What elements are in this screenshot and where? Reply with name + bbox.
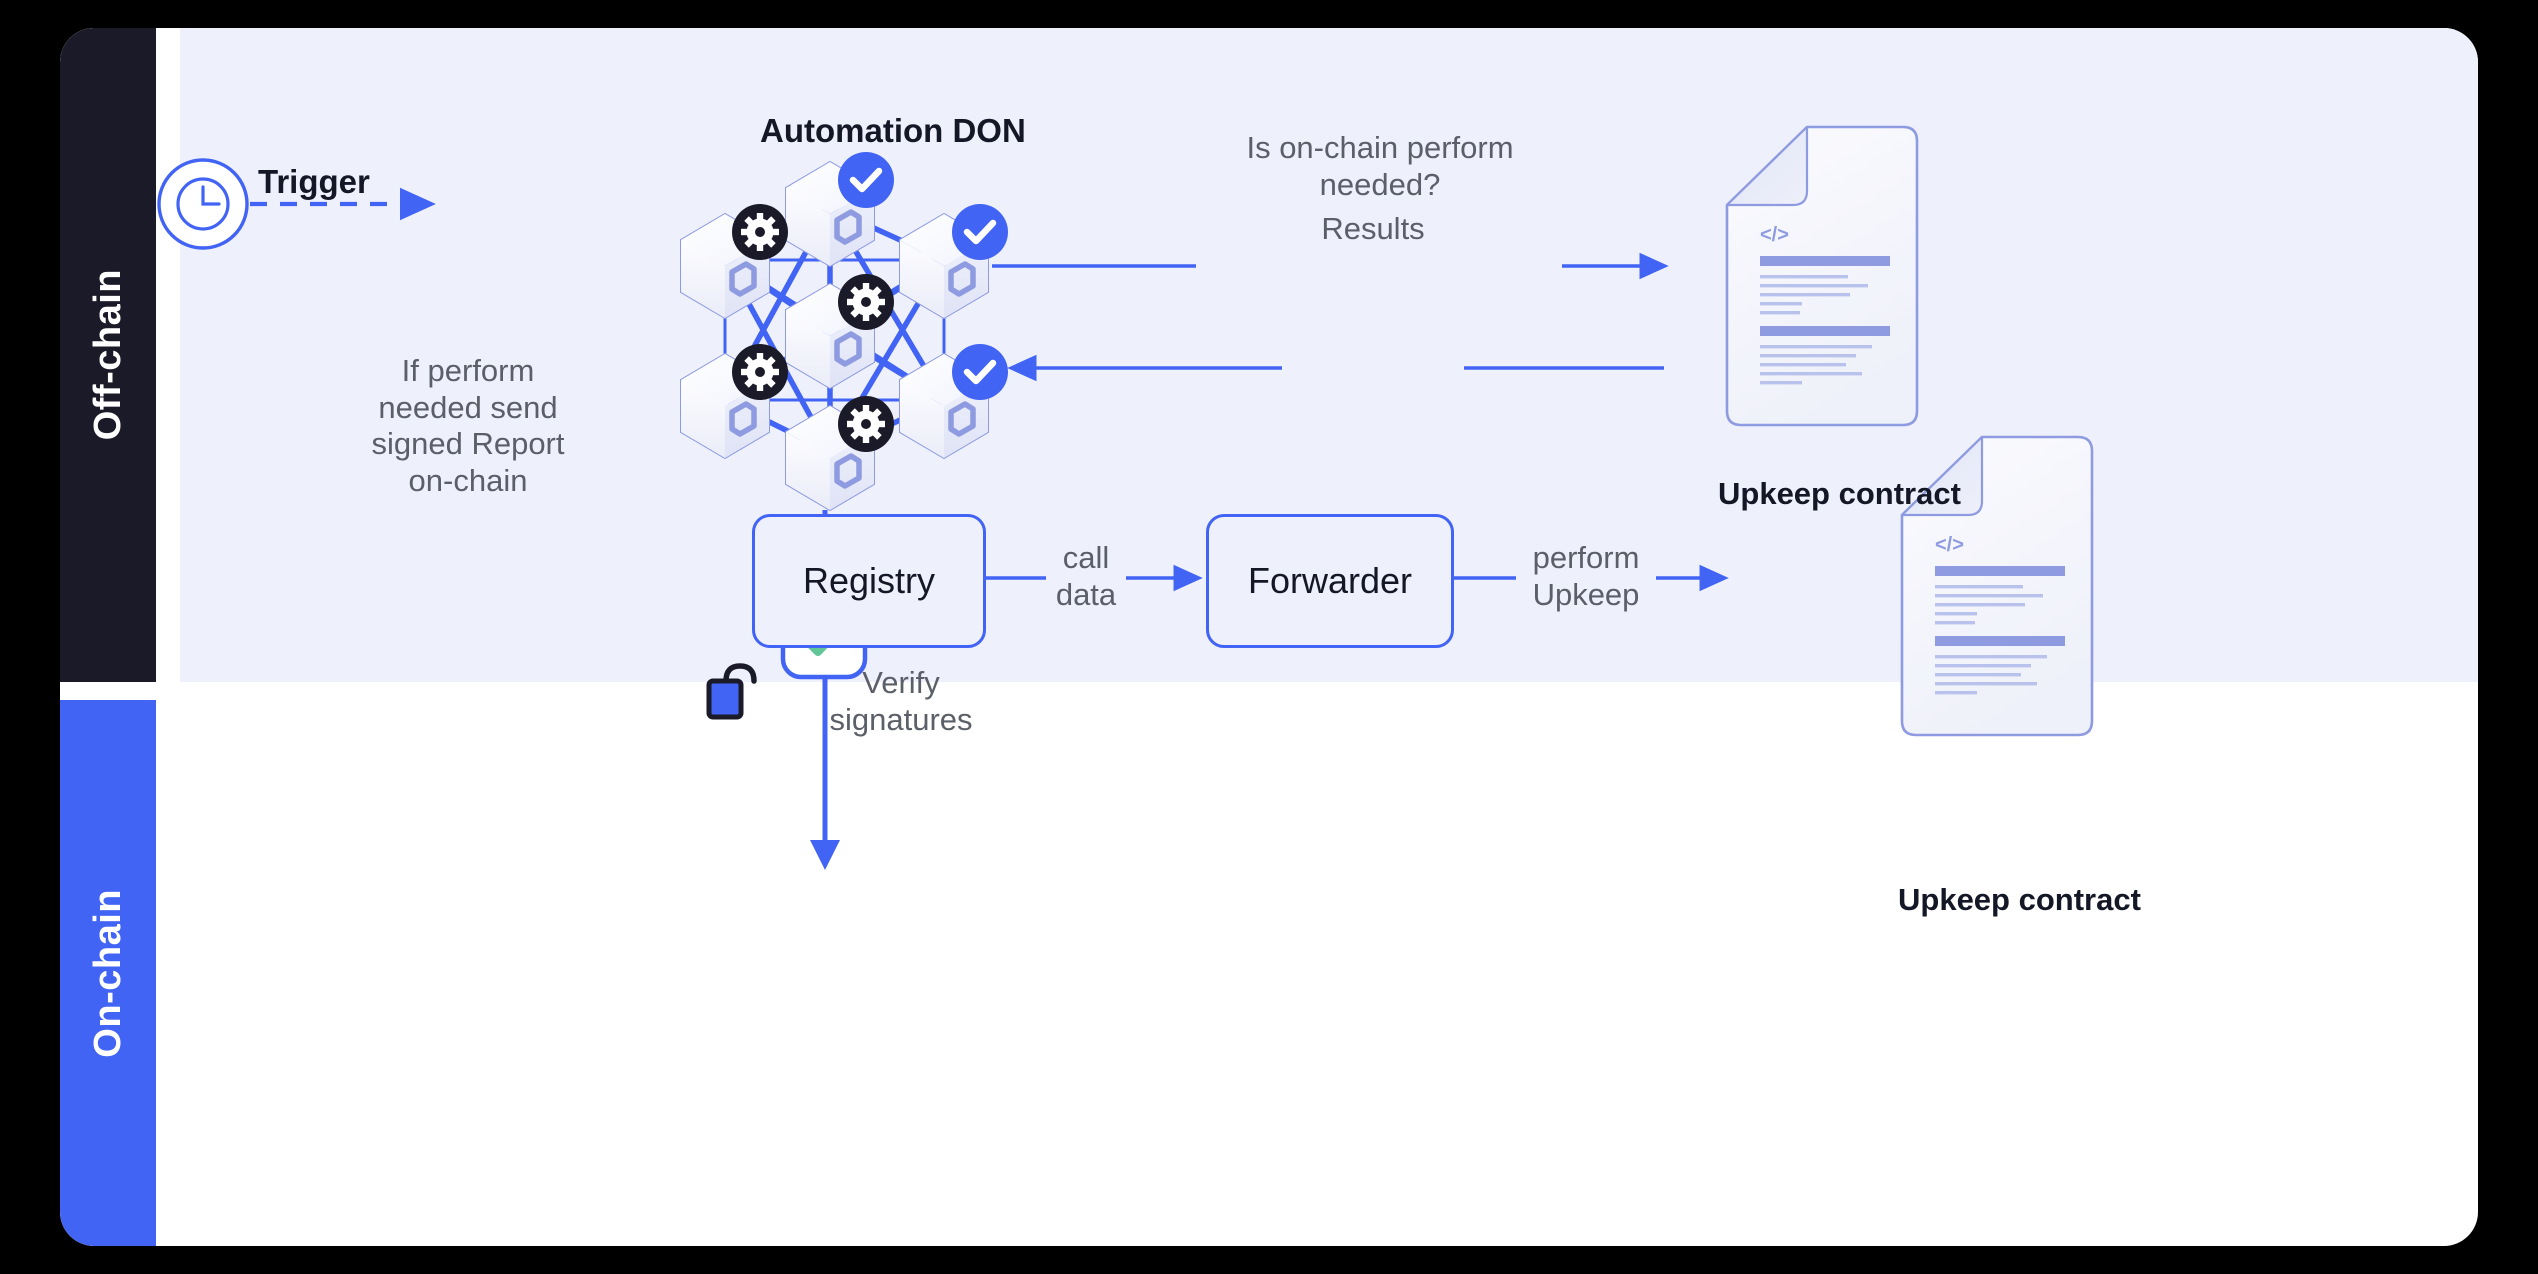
query-label-line2: needed? xyxy=(1319,166,1441,202)
report-note: If perform needed send signed Report on-… xyxy=(318,353,618,499)
report-note-line4: on-chain xyxy=(408,462,528,498)
perform-upkeep-line1: perform xyxy=(1532,540,1640,575)
call-data-line2: data xyxy=(1055,576,1117,612)
band-off-chain-label: Off-chain xyxy=(86,269,129,441)
verify-signatures-line1: Verify xyxy=(862,665,940,700)
call-data-label: call data xyxy=(1046,540,1126,613)
band-on-chain: On-chain xyxy=(60,700,156,1246)
call-data-line1: call xyxy=(1062,540,1110,575)
verify-signatures-line2: signatures xyxy=(829,701,973,737)
verify-signatures-label: Verify signatures xyxy=(766,665,1036,738)
upkeep-contract-bottom-label: Upkeep contract xyxy=(1898,882,2141,917)
band-off-chain: Off-chain xyxy=(60,28,156,682)
results-label: Results xyxy=(1321,211,1425,246)
report-note-line3: signed Report xyxy=(371,426,565,462)
registry-box[interactable]: Registry xyxy=(752,514,986,648)
don-title: Automation DON xyxy=(760,112,1026,149)
band-on-chain-label: On-chain xyxy=(86,888,129,1058)
query-label-line1: Is on-chain perform xyxy=(1246,130,1514,165)
forwarder-label: Forwarder xyxy=(1247,560,1413,601)
perform-upkeep-label: perform Upkeep xyxy=(1516,540,1656,613)
diagram-card: Off-chain On-chain xyxy=(60,28,2478,1246)
perform-upkeep-line2: Upkeep xyxy=(1532,576,1640,612)
report-arrow-head xyxy=(810,840,840,870)
report-note-line2: needed send xyxy=(378,389,558,425)
forwarder-box[interactable]: Forwarder xyxy=(1206,514,1454,648)
query-label: Is on-chain perform needed? xyxy=(1197,130,1563,203)
trigger-label: Trigger xyxy=(258,163,370,200)
report-note-line1: If perform xyxy=(401,353,535,388)
registry-label: Registry xyxy=(802,560,936,601)
upkeep-contract-top-label: Upkeep contract xyxy=(1718,476,1961,511)
